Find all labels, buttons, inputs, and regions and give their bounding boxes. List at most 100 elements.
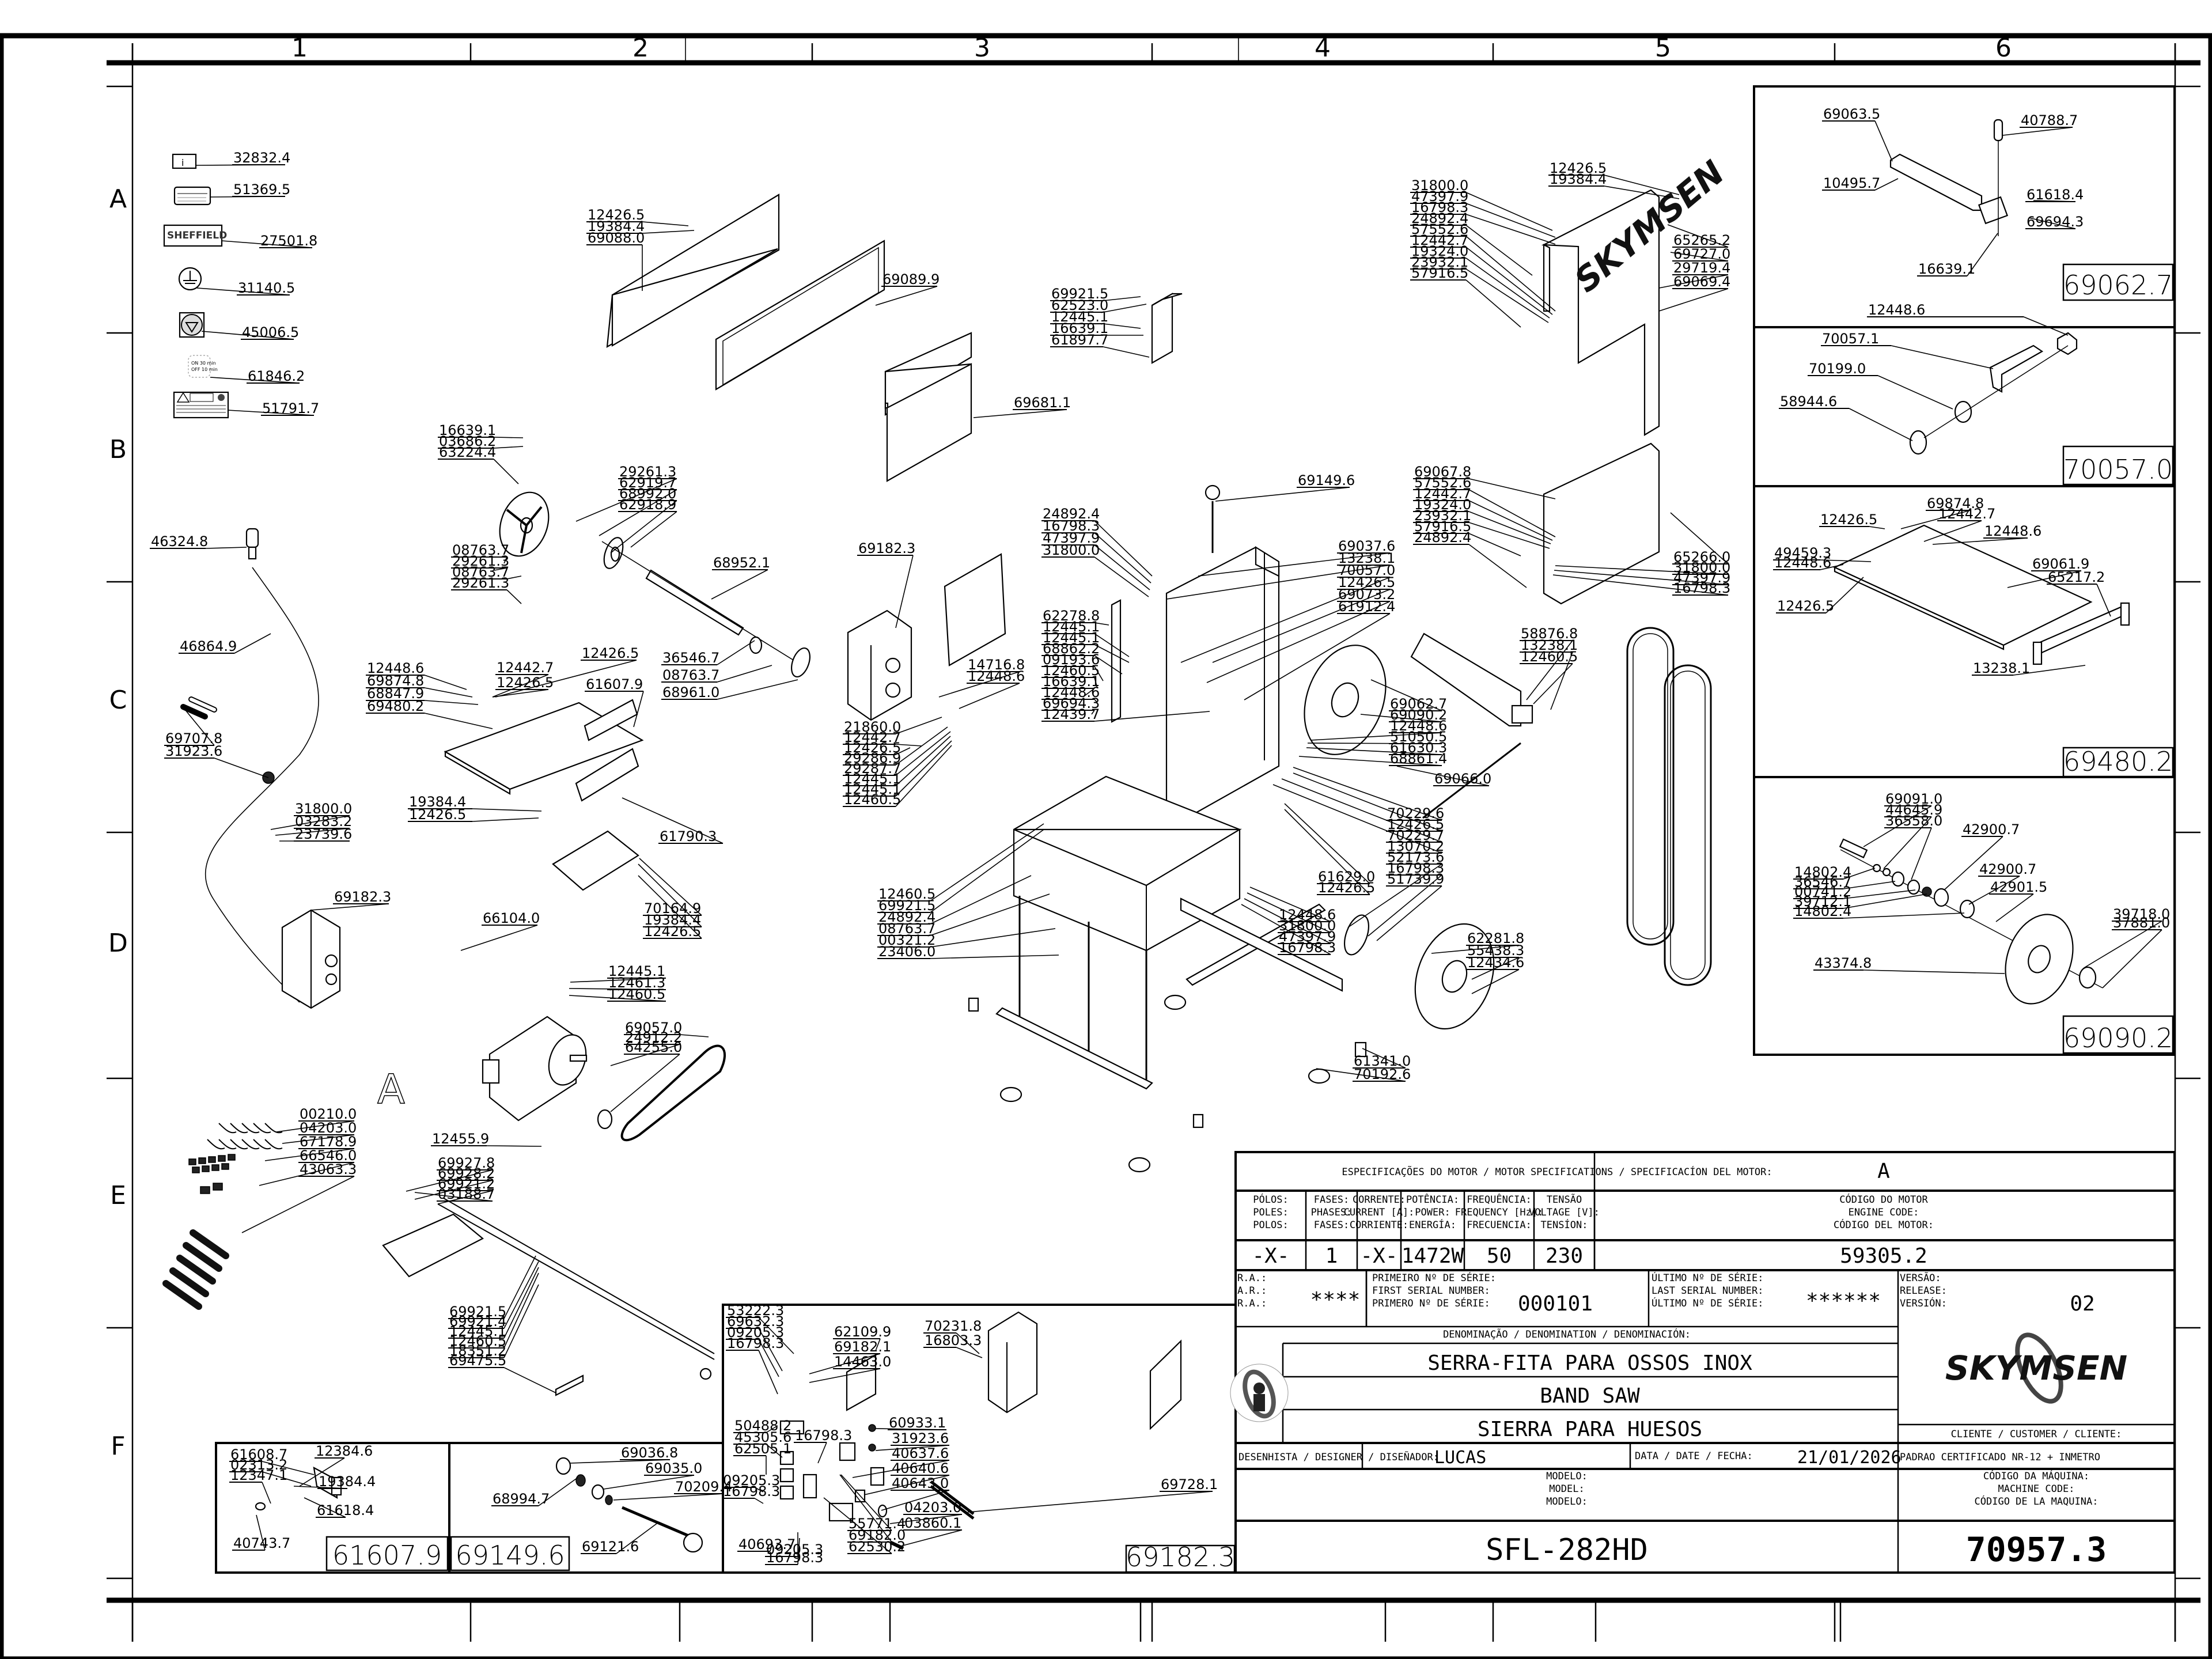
part-number-label: 69182.3 (858, 540, 915, 556)
part-number-label: 61618.4 (317, 1502, 374, 1518)
leader-line (809, 1353, 881, 1374)
leader-line (1900, 510, 1971, 529)
part-number-label: 62281.8 (1467, 930, 1524, 946)
part-number-label: 12426.5 (1777, 598, 1834, 614)
part-number-label: 12460.5 (878, 886, 935, 902)
leader-line (2007, 570, 2082, 588)
leader-line (1877, 375, 1953, 410)
part-number-label: 39718.0 (2113, 906, 2170, 922)
leader-line (638, 863, 702, 927)
part-callout: 19324.0 (1413, 497, 1551, 544)
ra-value: **** (1310, 1288, 1361, 1312)
part-number-label: 66546.0 (300, 1147, 357, 1164)
leader-line (1468, 544, 1527, 588)
part-callout: 40743.7 (232, 1514, 290, 1551)
part-number-label: 69921.5 (1051, 286, 1108, 302)
part-callout: 47397.9 (1041, 530, 1150, 590)
part-number-label: 23932.1 (1414, 507, 1471, 524)
part-number-label: 03860.1 (904, 1515, 961, 1531)
part-number-label: 49459.3 (1774, 545, 1831, 561)
part-callout: 57916.5 (1410, 265, 1521, 328)
leader-line (1533, 663, 1573, 704)
part-callout: 12426.5 (1284, 809, 1375, 896)
part-callout: 03686.2 (438, 433, 524, 449)
part-number-label: 14716.8 (968, 657, 1025, 673)
leader-line (610, 500, 677, 554)
part-number-label: 68961.0 (662, 684, 719, 700)
leader-line (1468, 533, 1521, 556)
leader-line (1198, 552, 1391, 577)
part-callout: 19384.4 (1548, 171, 1680, 199)
part-number-label: 12455.9 (432, 1131, 489, 1147)
detail-code-tag: 69480.2 (2062, 746, 2174, 778)
part-number-label: 16798.3 (1411, 199, 1468, 215)
date: 21/01/2026 (1797, 1448, 1902, 1468)
leader-line (183, 707, 215, 746)
part-number-label: 16803.3 (925, 1332, 982, 1349)
part-callout: 69182.3 (310, 889, 391, 911)
part-number-label: 69728.1 (1161, 1476, 1218, 1493)
leader-line (895, 736, 951, 786)
leader-line (1967, 233, 1998, 276)
leader-line (205, 547, 247, 549)
leader-line (234, 633, 271, 654)
part-callout: 61897.7 (1050, 332, 1150, 358)
part-callout: 09205.3 (722, 1472, 780, 1493)
serial-field-label: FIRST SERIAL NUMBER: (1372, 1285, 1490, 1297)
serial-field-label: VERSÃO: (1900, 1271, 1941, 1284)
part-callout: 13070.2 (1272, 784, 1444, 854)
leader-line (1094, 520, 1153, 577)
leader-line (1094, 711, 1210, 722)
part-callout: 12448.6 (1249, 887, 1336, 923)
table-clamp-detail-part (255, 1466, 342, 1511)
detail-panel-69090-2 (1753, 776, 2176, 1056)
row-label: F (111, 1431, 125, 1461)
leader-line (293, 1486, 348, 1489)
leader-line (1863, 805, 1932, 847)
part-number-label: 23406.0 (878, 944, 935, 960)
svg-text:SHEFFIELD: SHEFFIELD (167, 230, 227, 241)
part-number-label: 46864.9 (180, 638, 237, 654)
part-callout: 61341.0 (1353, 1048, 1411, 1069)
leader-line (1526, 640, 1573, 700)
part-number-label: 70199.0 (1809, 361, 1866, 377)
part-callout: 69067.8 (1413, 464, 1556, 499)
column-label: 4 (1315, 33, 1331, 63)
leader-line (210, 196, 286, 198)
leader-line (1103, 346, 1150, 358)
part-number-label: 69182.1 (834, 1339, 891, 1355)
part-number-label: 12426.5 (844, 740, 901, 756)
leader-line (711, 569, 768, 600)
leader-line (630, 511, 677, 548)
foot-cap-part (968, 997, 979, 1012)
part-callout: 69707.8 (164, 707, 222, 747)
leader-line (1968, 876, 2020, 905)
leader-line (492, 674, 549, 698)
part-callout: 19384.4 (586, 218, 695, 234)
leader-line (1932, 537, 2028, 545)
leader-line (1468, 500, 1553, 541)
tray-part (552, 830, 639, 891)
part-callout: 62281.8 (1431, 930, 1524, 954)
part-callout: 61790.3 (622, 797, 724, 844)
part-number-label: 47397.9 (1411, 188, 1468, 204)
part-callout: 46864.9 (179, 633, 271, 654)
part-callout: 42900.7 (1968, 861, 2036, 905)
leader-line (1923, 520, 1982, 542)
leader-line (262, 1482, 271, 1504)
part-number-label: 69694.3 (2027, 214, 2084, 230)
leader-line (1874, 120, 1893, 162)
leader-line (1310, 732, 1442, 741)
leader-line (1281, 778, 1442, 843)
leader-line (770, 1543, 772, 1552)
part-callout: 19324.0 (1410, 243, 1550, 319)
part-callout: 12426.5 (843, 740, 911, 756)
part-number-label: 69182.3 (334, 889, 391, 905)
part-number-label: 62109.9 (834, 1324, 891, 1340)
part-callout: 65266.0 (1670, 512, 1730, 565)
machine-code-label: CÓDIGO DA MÁQUINA: (1983, 1469, 2089, 1482)
leader-line (1820, 559, 1872, 562)
part-callout: 12426.5 (492, 675, 554, 698)
part-number-label: 62918.9 (619, 497, 676, 513)
